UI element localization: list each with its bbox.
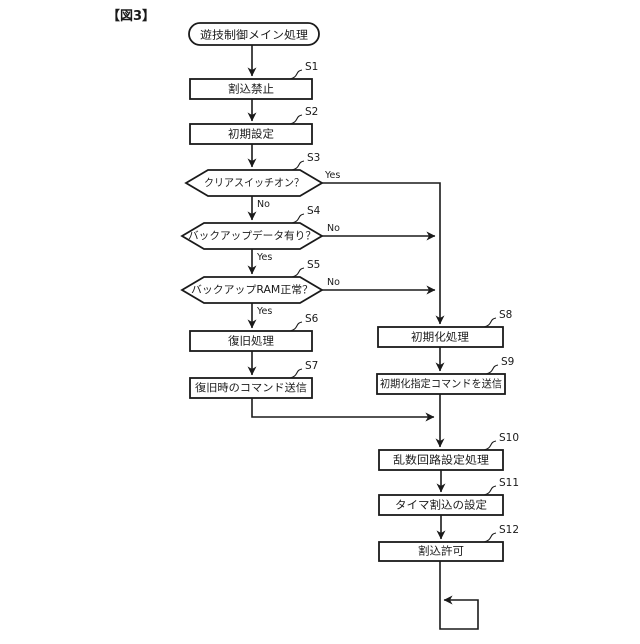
s10-process-shape	[378, 449, 504, 471]
s8-process-shape	[377, 326, 504, 348]
s12-process-shape	[378, 541, 504, 562]
start-terminator-shape	[188, 22, 320, 46]
s3-label: クリアスイッチオン？	[204, 177, 304, 189]
s5-label: バックアップRAM正常？	[191, 283, 313, 296]
s1-process-shape	[189, 78, 313, 100]
s12-label: 割込許可	[418, 544, 464, 558]
s9-process-shape	[376, 373, 506, 395]
node-s9: 初期化指定コマンドを送信 S9	[376, 356, 514, 395]
node-start: 遊技制御メイン処理	[188, 22, 320, 46]
s3-no-label: No	[257, 199, 270, 210]
node-s6: 復旧処理 S6	[189, 313, 319, 352]
s11-label: タイマ割込の設定	[395, 498, 487, 512]
s12-step-marker: S12	[499, 524, 519, 536]
s12-leader-line	[483, 532, 497, 543]
s4-label: バックアップデータ有り？	[188, 229, 316, 242]
s2-leader-line	[289, 114, 303, 125]
s5-decision-shape	[180, 276, 324, 304]
node-s12: 割込許可 S12	[378, 524, 519, 562]
edge-main-loop	[439, 561, 479, 630]
s5-step-marker: S5	[307, 259, 320, 271]
s9-step-marker: S9	[501, 356, 514, 368]
s7-label: 復旧時のコマンド送信	[195, 381, 307, 394]
s1-label: 割込禁止	[228, 82, 274, 96]
s4-no-label: No	[327, 223, 340, 234]
s5-leader-line	[291, 267, 305, 278]
node-s5: バックアップRAM正常？ S5	[180, 259, 324, 304]
s6-step-marker: S6	[305, 313, 319, 325]
s10-label: 乱数回路設定処理	[393, 453, 489, 467]
s4-leader-line	[291, 213, 305, 224]
node-s3: クリアスイッチオン？ S3	[184, 152, 324, 197]
node-s7: 復旧時のコマンド送信 S7	[189, 360, 318, 399]
s11-process-shape	[378, 494, 504, 516]
s4-step-marker: S4	[307, 205, 321, 217]
node-s8: 初期化処理 S8	[377, 309, 512, 348]
s5-no-label: No	[327, 277, 340, 288]
s2-process-shape	[189, 123, 313, 145]
s6-process-shape	[189, 330, 313, 352]
s2-step-marker: S2	[305, 106, 318, 118]
s7-step-marker: S7	[305, 360, 318, 372]
s3-yes-label: Yes	[324, 170, 340, 181]
s7-process-shape	[189, 377, 313, 399]
s10-leader-line	[483, 440, 497, 451]
s6-label: 復旧処理	[228, 335, 274, 348]
s1-step-marker: S1	[305, 61, 318, 73]
s10-step-marker: S10	[499, 432, 519, 444]
figure-number-label: 【図3】	[107, 8, 155, 24]
start-label: 遊技制御メイン処理	[200, 28, 308, 42]
s4-decision-shape	[180, 222, 324, 250]
s4-yes-label: Yes	[256, 252, 272, 263]
s2-label: 初期設定	[228, 127, 274, 141]
s3-decision-shape	[184, 169, 324, 197]
s8-step-marker: S8	[499, 309, 512, 321]
s9-leader-line	[485, 364, 499, 375]
node-s11: タイマ割込の設定 S11	[378, 477, 519, 516]
s8-leader-line	[483, 317, 497, 328]
s8-label: 初期化処理	[411, 330, 469, 344]
s5-yes-label: Yes	[256, 306, 272, 317]
s11-step-marker: S11	[499, 477, 519, 489]
edge-s7-join	[251, 398, 435, 422]
s1-leader-line	[289, 69, 303, 80]
s7-leader-line	[289, 368, 303, 379]
s9-label: 初期化指定コマンドを送信	[380, 377, 502, 390]
edge-s3-yes-s8	[322, 182, 445, 325]
s3-step-marker: S3	[307, 152, 320, 164]
node-s4: バックアップデータ有り？ S4	[180, 205, 324, 250]
node-s2: 初期設定 S2	[189, 106, 318, 145]
s6-leader-line	[289, 321, 303, 332]
s3-leader-line	[291, 160, 305, 171]
node-s10: 乱数回路設定処理 S10	[378, 432, 519, 471]
s11-leader-line	[483, 485, 497, 496]
node-s1: 割込禁止 S1	[189, 61, 318, 100]
